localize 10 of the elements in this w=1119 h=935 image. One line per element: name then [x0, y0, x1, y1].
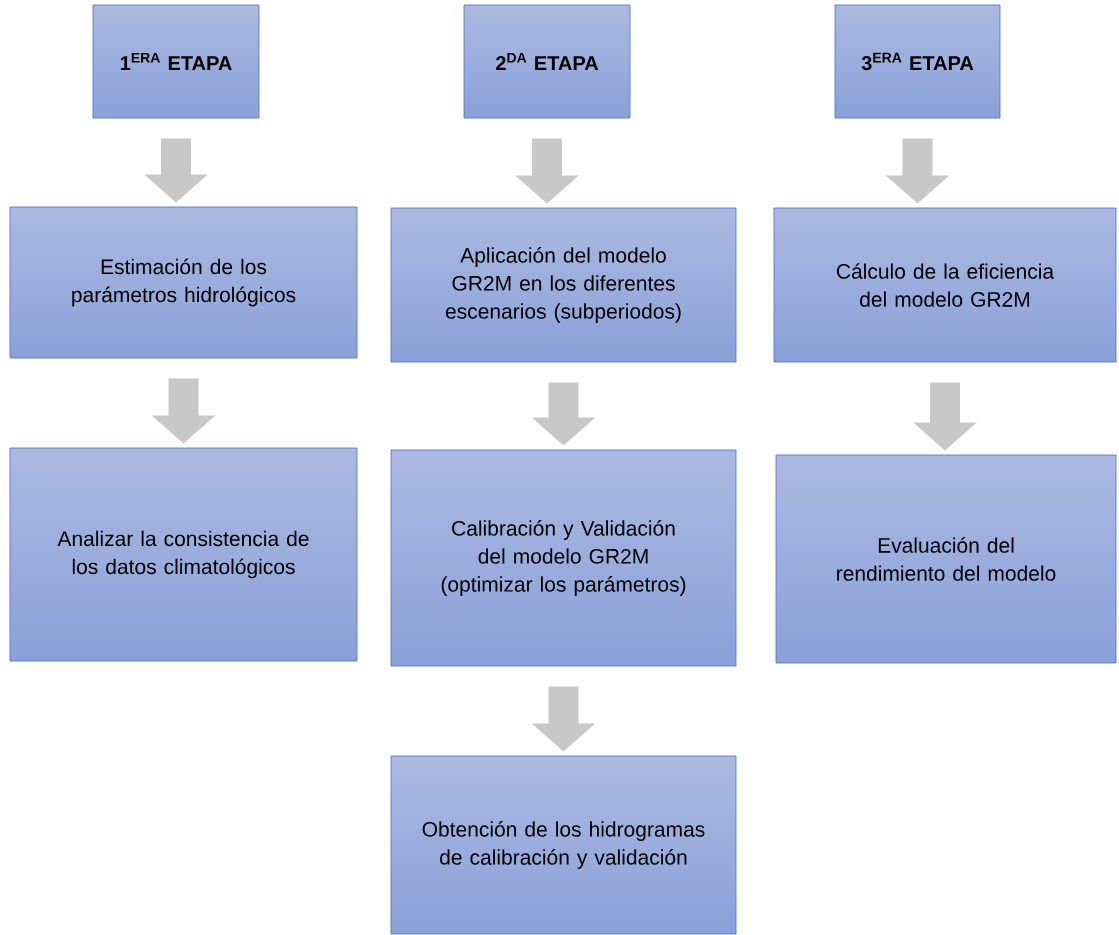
stage-header-box: 2$^{DA}$ ETAPA	[463, 4, 631, 119]
process-box: Evaluación del rendimiento del modelo	[775, 454, 1117, 664]
process-box: Calibración y Validación del modelo GR2M (optimizar los parámetros)	[390, 449, 737, 667]
stage-header-box: 3$^{ERA}$ ETAPA	[834, 4, 1001, 119]
process-box: Cálculo de la eficiencia del modelo GR2M	[773, 207, 1117, 363]
process-box: Obtención de los hidrogramas de calibración y validación	[390, 755, 737, 935]
process-box: Estimación de los parámetros hidrológicos	[9, 206, 358, 359]
process-box: Aplicación del modelo GR2M en los diferentes escenarios (subperiodos)	[390, 207, 737, 363]
stage-header-box: 1$^{ERA}$ ETAPA	[92, 4, 260, 119]
process-box: Analizar la consistencia de los datos climatológicos	[9, 447, 358, 662]
